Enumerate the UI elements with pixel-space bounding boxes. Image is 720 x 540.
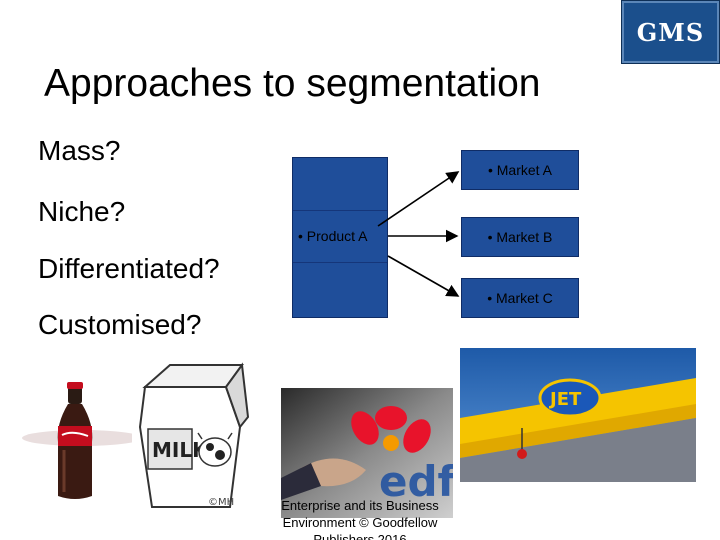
arrow-to-market-c bbox=[387, 255, 460, 297]
caption-line-1: Enterprise and its Business bbox=[281, 498, 439, 513]
product-label: • Product A bbox=[298, 228, 368, 244]
market-a-box: • Market A bbox=[461, 150, 579, 190]
market-c-label: • Market C bbox=[487, 290, 553, 306]
caption-line-3: Publishers 2016 bbox=[313, 532, 407, 540]
product-box-divider bbox=[293, 210, 387, 211]
market-b-label: • Market B bbox=[487, 229, 553, 245]
market-c-box: • Market C bbox=[461, 278, 579, 318]
coke-bottle-image bbox=[12, 380, 132, 502]
bullet-niche: Niche? bbox=[38, 196, 126, 227]
gms-logo: GMS bbox=[621, 0, 720, 64]
edf-text: edf bbox=[379, 457, 453, 506]
product-box bbox=[292, 157, 388, 318]
slide-title: Approaches to segmentation bbox=[44, 62, 541, 105]
edf-image: edf bbox=[281, 388, 453, 518]
bullet-differentiated: Differentiated? bbox=[38, 253, 220, 284]
product-box-divider bbox=[293, 262, 387, 263]
milk-mark: ©MH bbox=[208, 497, 234, 508]
jet-text: JET bbox=[548, 389, 582, 410]
bullet-customised: Customised? bbox=[38, 309, 202, 340]
market-a-label: • Market A bbox=[487, 162, 553, 178]
caption-line-2: Environment © Goodfellow bbox=[282, 515, 438, 530]
bullet-mass: Mass? bbox=[38, 135, 121, 166]
market-b-box: • Market B bbox=[461, 217, 579, 257]
jet-station-image: JET bbox=[460, 348, 696, 482]
logo-text: GMS bbox=[636, 17, 705, 47]
copyright-caption: Enterprise and its Business Environment … bbox=[262, 497, 458, 540]
milk-carton-image: MILK ©MH bbox=[130, 357, 250, 519]
arrow-to-market-a bbox=[377, 171, 460, 227]
